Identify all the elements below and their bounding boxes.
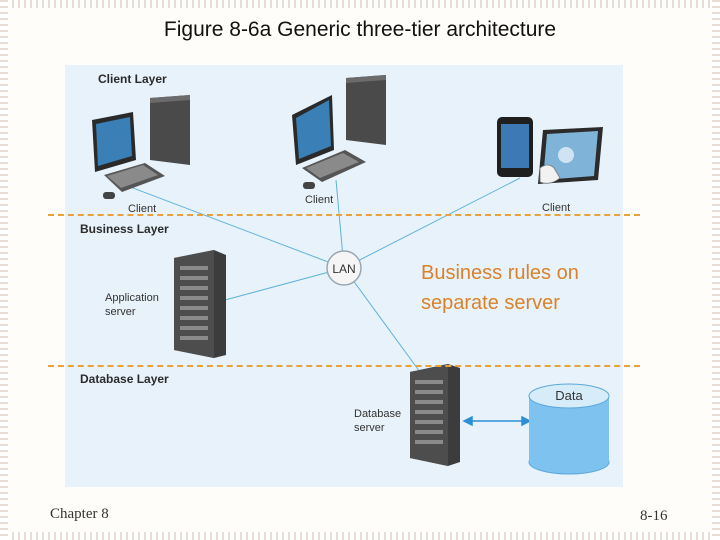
client-layer-label: Client Layer [98,72,167,86]
data-store-icon [528,383,610,475]
database-server-label: Database server [354,408,402,434]
slide-border-right [712,0,720,540]
application-server-label: Application server [105,292,159,318]
layer-divider-business-database [48,365,640,367]
client-desktop-icon-2 [292,75,386,189]
client-desktop-icon-1 [92,95,190,199]
business-layer-label: Business Layer [80,222,169,236]
slide-border-top [0,0,720,8]
network-connections [124,177,521,373]
client-label-3: Client [542,202,571,214]
mobile-devices-icon [497,117,603,184]
footer-page-number: 8-16 [640,508,668,524]
lan-hub-icon [326,250,362,286]
footer-chapter: Chapter 8 [50,506,109,522]
slide-border-bottom [0,532,720,540]
client-label-2: Client [305,194,334,206]
database-layer-label: Database Layer [80,372,169,386]
layer-divider-client-business [48,214,640,216]
lan-label: LAN [332,262,356,276]
application-server-icon [174,250,226,358]
client-label-1: Client [128,203,157,215]
slide-border-left [0,0,8,540]
database-server-icon [410,364,460,466]
slide-title: Figure 8-6a Generic three-tier architect… [163,18,557,41]
connection-client3-lan [343,177,521,269]
business-rules-callout: Business rules on separate server [421,262,579,314]
connection-dbserver-lan [343,267,421,373]
connection-appserver-lan [224,267,345,301]
database-data-arrow [462,415,532,427]
connection-client1-lan [124,184,345,269]
data-label: Data [555,388,583,403]
